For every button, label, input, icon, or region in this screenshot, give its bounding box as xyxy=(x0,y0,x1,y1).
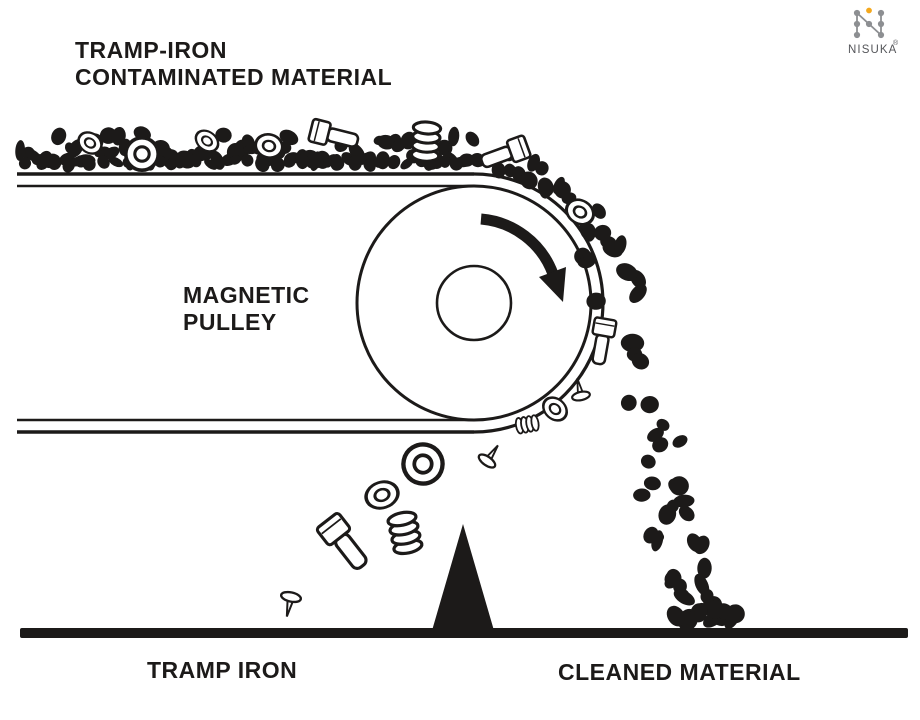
diagram-labels: TRAMP-IRON CONTAMINATED MATERIAL MAGNETI… xyxy=(75,37,801,685)
ground-line xyxy=(20,628,908,638)
rotation-arrow xyxy=(480,213,566,302)
conveyor-belt xyxy=(17,172,605,434)
feed-label-line1: TRAMP-IRON xyxy=(75,37,227,63)
cleaned-material-label: CLEANED MATERIAL xyxy=(558,659,801,685)
magnetic-pulley xyxy=(355,184,593,422)
tramp-iron-label: TRAMP IRON xyxy=(147,657,297,683)
registered-trademark-symbol: ® xyxy=(893,39,899,47)
nisuka-brand-text: NISUKA xyxy=(848,44,897,56)
nisuka-logo-mark-icon xyxy=(853,7,885,39)
nisuka-logo: NISUKA ® xyxy=(848,7,899,56)
feed-label-line2: CONTAMINATED MATERIAL xyxy=(75,64,392,90)
separator-wedge xyxy=(431,524,495,634)
pulley-label-line1: MAGNETIC xyxy=(183,282,310,308)
cleaned-material-stream xyxy=(484,146,745,632)
nisuka-accent-dot xyxy=(866,7,872,14)
pulley-label-line2: PULLEY xyxy=(183,309,277,335)
pulley-shaft xyxy=(435,264,513,342)
